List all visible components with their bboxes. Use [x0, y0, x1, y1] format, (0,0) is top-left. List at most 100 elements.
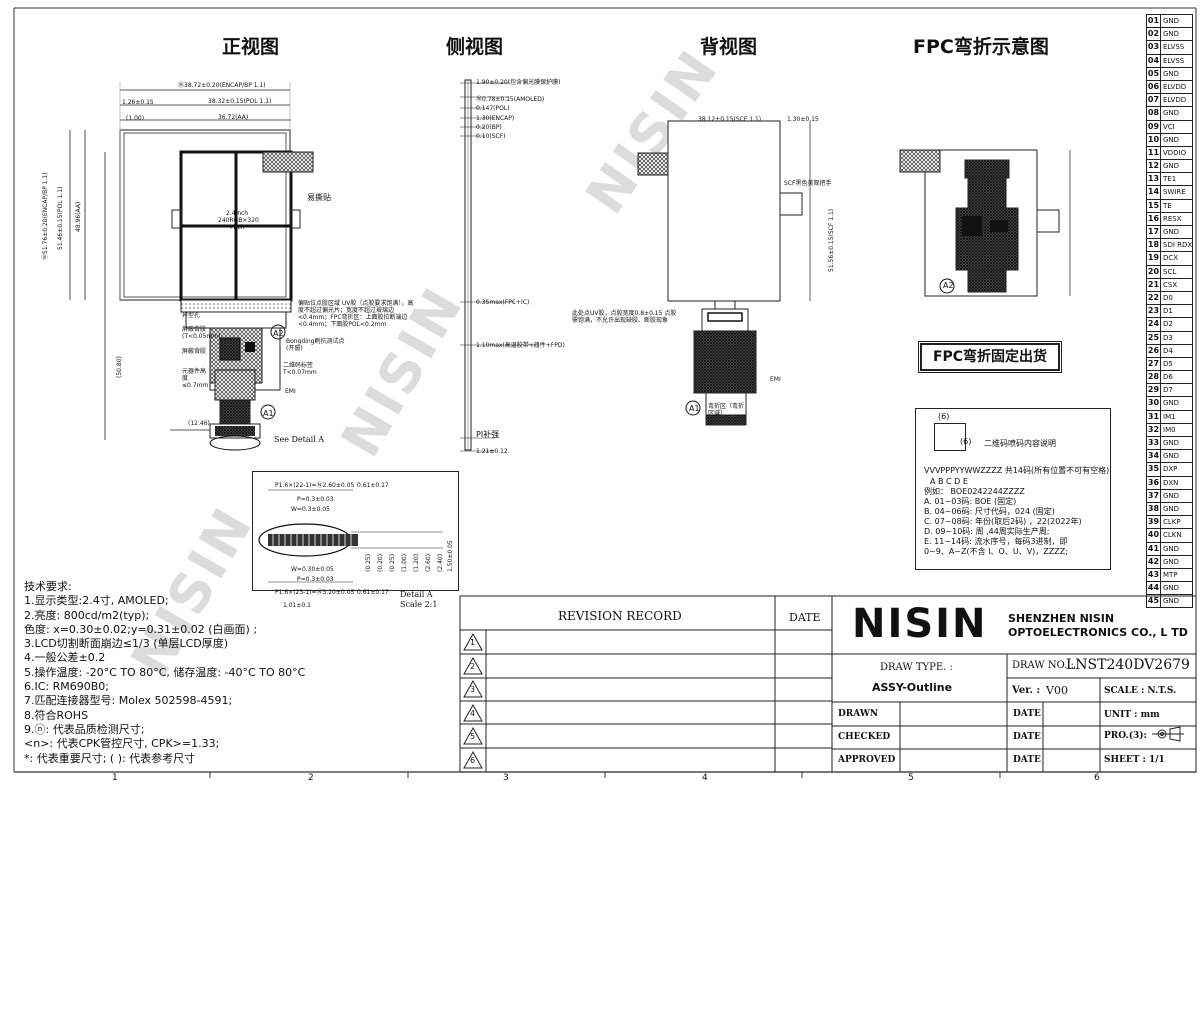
- company-name-2: OPTOELECTRONICS CO., L TD: [1008, 626, 1188, 639]
- qr-letters: A B C D E: [930, 477, 968, 486]
- left-label: 屏蔽背胶: [182, 348, 207, 355]
- date-header: DATE: [789, 611, 821, 624]
- rev-num: 1: [470, 638, 476, 647]
- sheet-label: SHEET : 1/1: [1104, 755, 1165, 765]
- panel-label: Pitch: [230, 224, 245, 231]
- rev-num: 5: [470, 732, 476, 741]
- dim-text: Ⓝ38.72±0.20(ENCAP/BP 1.1): [178, 82, 266, 89]
- zone-label: 2: [308, 773, 314, 783]
- pin-name: DXP: [1161, 463, 1193, 476]
- company-name-1: SHENZHEN NISIN: [1008, 612, 1115, 625]
- side-dim: 0.147(POL): [476, 105, 510, 112]
- pin-number: 24: [1147, 318, 1161, 331]
- pin-number: 21: [1147, 278, 1161, 291]
- pin-number: 01: [1147, 15, 1161, 28]
- title-block-grid: [459, 595, 1197, 773]
- side-dim: 1.30(ENCAP): [476, 115, 515, 122]
- emi-label: EMI: [770, 376, 781, 383]
- left-label: 屏蔽背胶 (T<0.05mm): [182, 326, 221, 340]
- pin-name: GND: [1161, 15, 1193, 28]
- pin-name: CLKP: [1161, 516, 1193, 529]
- panel-label: 2.4inch: [226, 210, 249, 217]
- pin-number: 35: [1147, 463, 1161, 476]
- zone-label: 1: [112, 773, 118, 783]
- pin-number: 04: [1147, 54, 1161, 67]
- detail-scale: Scale 2:1: [400, 600, 438, 609]
- pin-number: 14: [1147, 186, 1161, 199]
- detail-dim: 1.01±0.1: [283, 602, 311, 609]
- side-dim: 0.10(SCF): [476, 133, 506, 140]
- tech-requirements: 技术要求: 1.显示类型:2.4寸, AMOLED; 2.亮度: 800cd/m…: [24, 580, 305, 766]
- pin-number: 17: [1147, 226, 1161, 239]
- back-view-drawing: [637, 120, 811, 426]
- pin-number: 29: [1147, 384, 1161, 397]
- req-line: 7.匹配连接器型号: Molex 502598-4591;: [24, 694, 233, 708]
- pin-name: ELVSS: [1161, 54, 1193, 67]
- pin-name: IM0: [1161, 423, 1193, 436]
- req-line: 色度: x=0.30±0.02;y=0.31±0.02 (白画面) ;: [24, 622, 258, 636]
- req-line: 4.一般公差±0.2: [24, 651, 106, 665]
- pin-number: 28: [1147, 371, 1161, 384]
- pin-name: GND: [1161, 582, 1193, 595]
- detail-dim: P=0.3±0.03: [297, 576, 334, 583]
- pin-number: 11: [1147, 146, 1161, 160]
- pin-number: 05: [1147, 67, 1161, 80]
- fpc-a2: A2: [943, 281, 954, 290]
- qr-line: B. 04~06码: 尺寸代码，024 (固定): [924, 507, 1055, 516]
- pin-name: GND: [1161, 28, 1193, 41]
- fpc-view-title: FPC弯折示意图: [913, 36, 1049, 58]
- approved-label: APPROVED: [838, 755, 896, 765]
- req-line: 6.IC: RM690B0;: [24, 680, 110, 694]
- pin-name: ELVDD: [1161, 94, 1193, 107]
- side-view-drawing: [460, 79, 535, 452]
- pin-number: 42: [1147, 555, 1161, 568]
- scf-label: SCF黑色美观把手: [784, 180, 832, 187]
- back-view-title: 背视图: [700, 36, 758, 58]
- qr-line: 0~9、A~Z(不含 I、O、U、V)，ZZZZ;: [924, 547, 1068, 556]
- date-label: DATE: [1013, 709, 1041, 719]
- qr-square: [934, 423, 966, 451]
- rev-num: 2: [470, 662, 476, 671]
- dim-text: 36.72(AA): [218, 114, 249, 121]
- pin-number: 33: [1147, 437, 1161, 450]
- qr-box: (6) (6) 二维码喷码内容说明 VVVPPPYYWWZZZZ 共14码(所有…: [915, 408, 1111, 570]
- pin-number: 30: [1147, 397, 1161, 410]
- qr-line: E. 11~14码: 流水序号，每码3进制，即: [924, 537, 1068, 546]
- pin-name: DXN: [1161, 476, 1193, 489]
- side-dim: 0.20(BP): [476, 124, 502, 131]
- req-line: 1.显示类型:2.4寸, AMOLED;: [24, 594, 169, 608]
- detail-dim: P=0.3±0.03: [297, 496, 334, 503]
- pin-number: 38: [1147, 502, 1161, 516]
- pin-name: GND: [1161, 67, 1193, 80]
- pin-name: D0: [1161, 291, 1193, 305]
- zone-label: 3: [503, 773, 509, 783]
- pin-name: GND: [1161, 133, 1193, 146]
- pin-name: GND: [1161, 226, 1193, 239]
- pin-number: 06: [1147, 80, 1161, 94]
- pin-name: GND: [1161, 489, 1193, 502]
- pin-name: RESX: [1161, 212, 1193, 225]
- pin-name: D1: [1161, 305, 1193, 318]
